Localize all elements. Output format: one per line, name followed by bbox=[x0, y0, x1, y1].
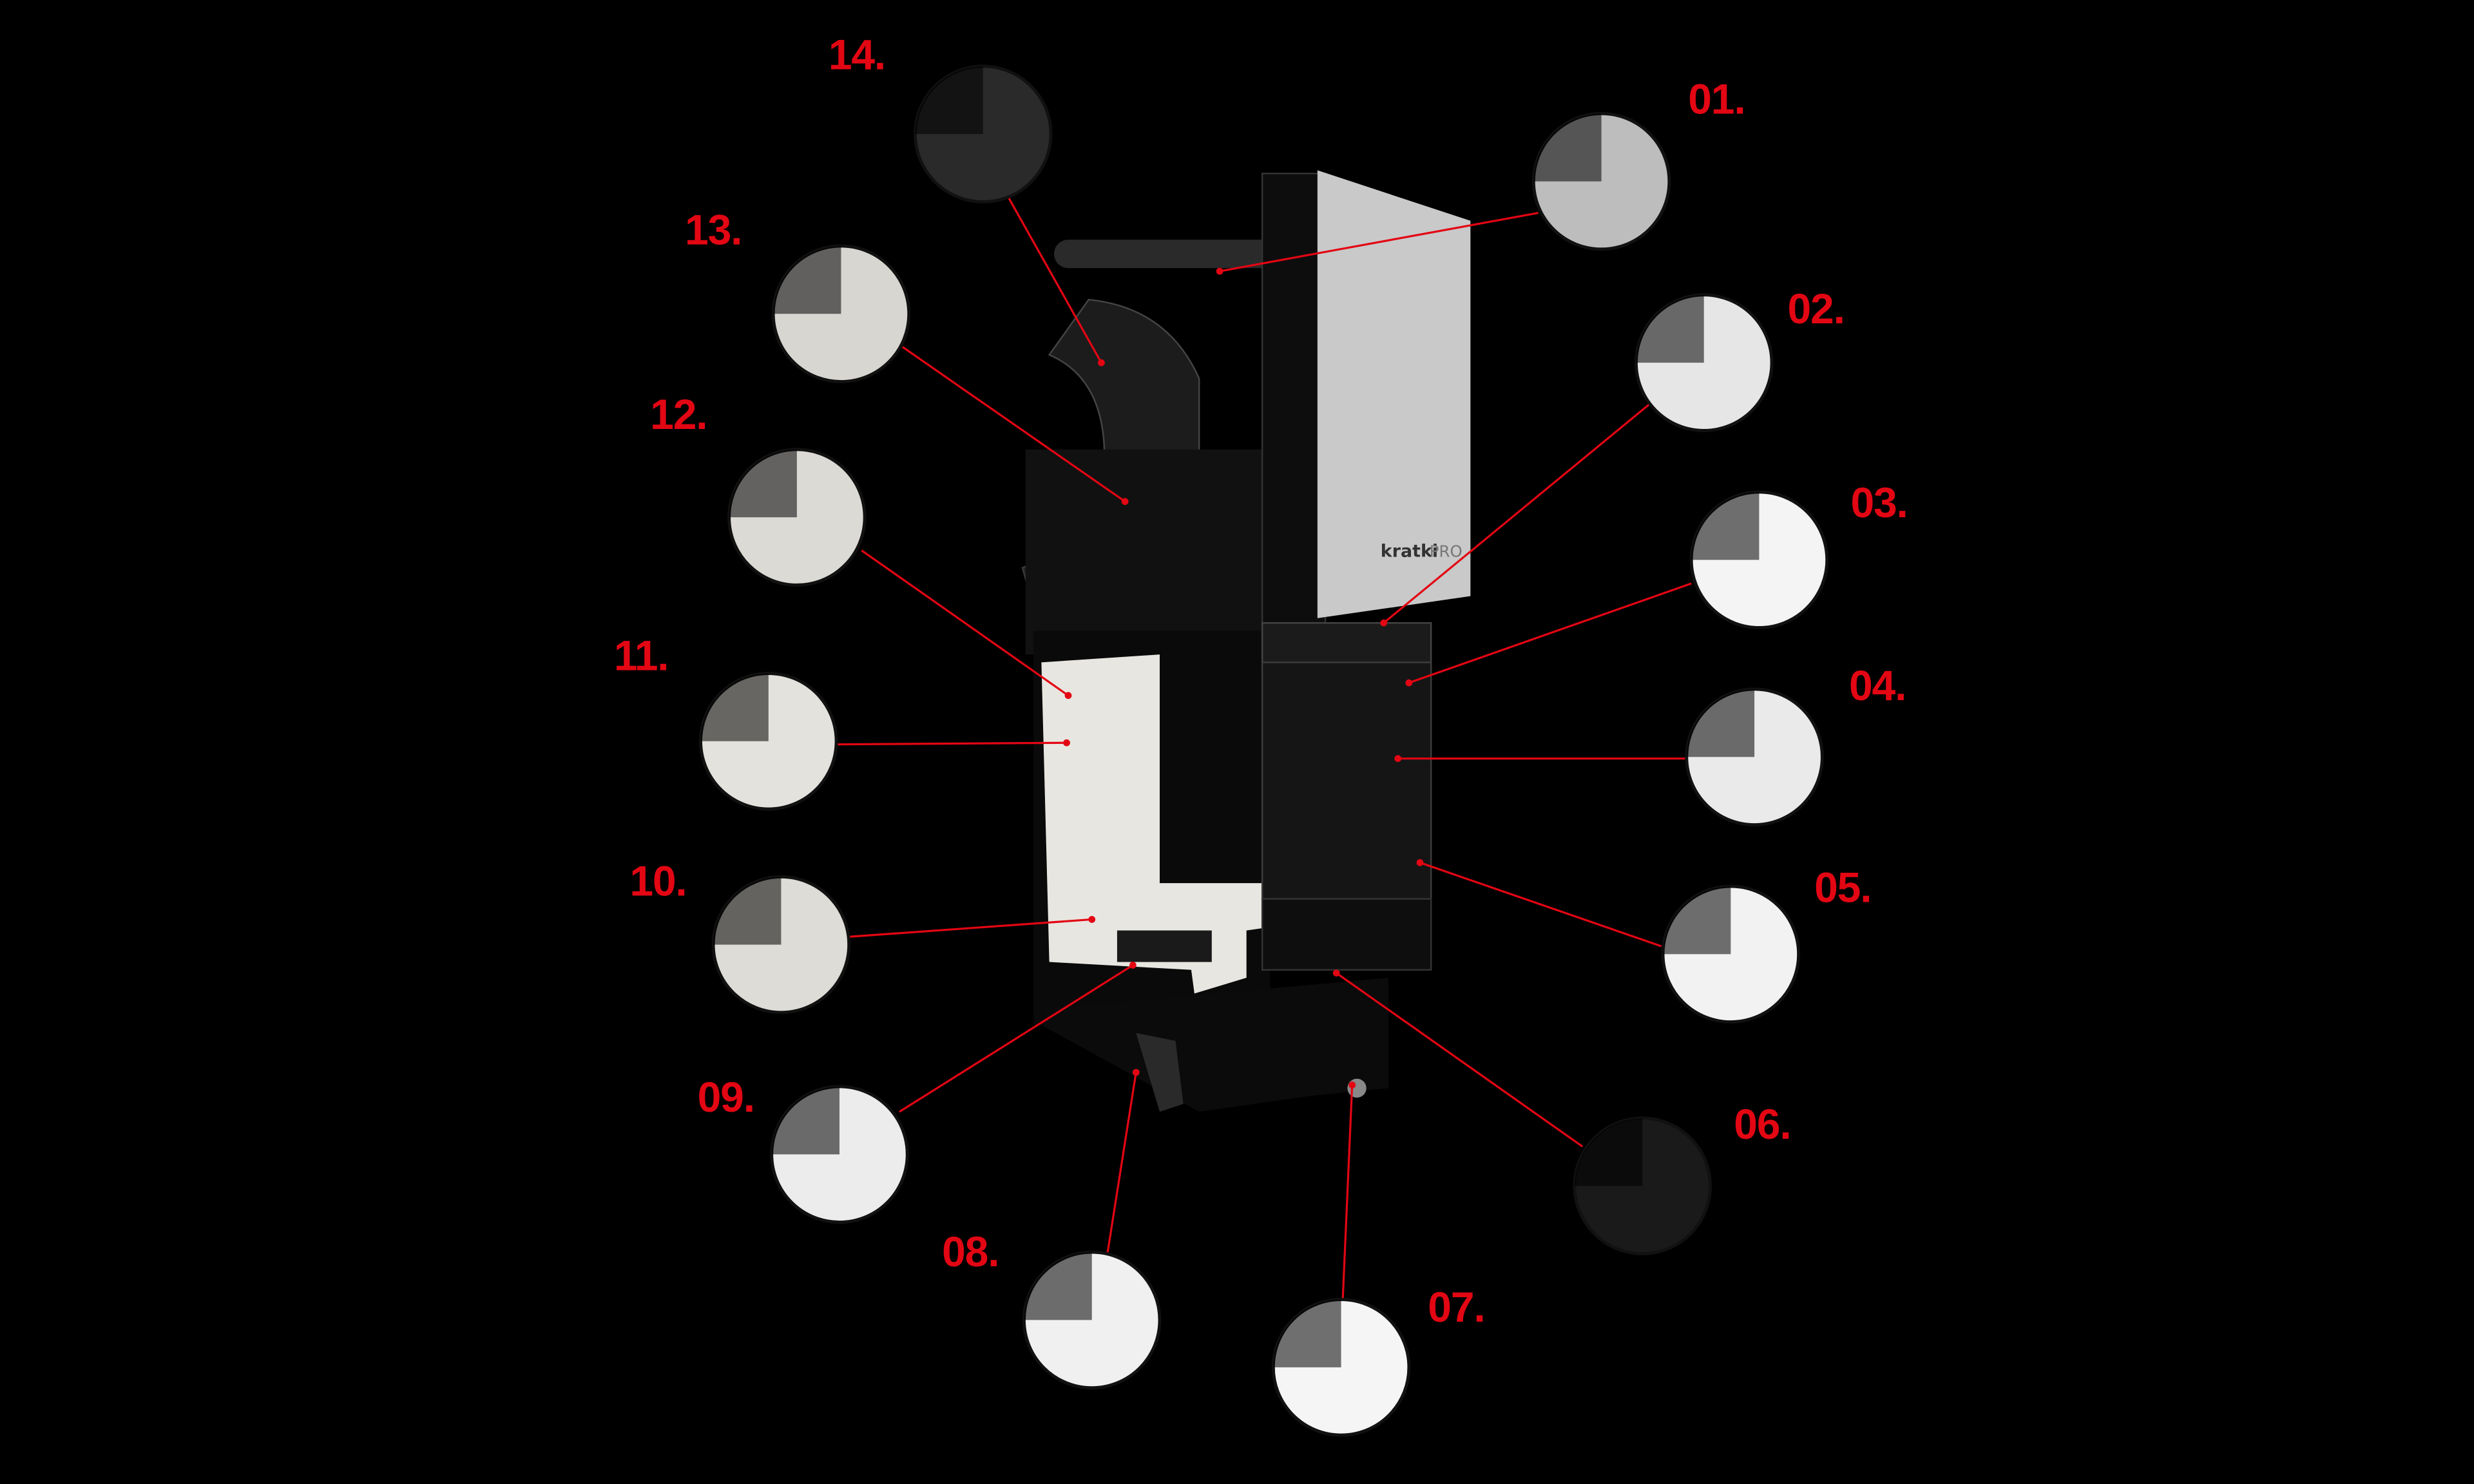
leader-dot bbox=[1064, 692, 1072, 699]
leader-dot bbox=[1348, 1081, 1356, 1089]
brand-logo: kratki bbox=[1381, 541, 1438, 561]
callout-09: 09. bbox=[698, 962, 1136, 1224]
leader-line bbox=[902, 346, 1126, 502]
detail-thumbnail-shadow bbox=[1636, 294, 1704, 363]
leader-dot bbox=[1394, 755, 1402, 763]
leader-line bbox=[1383, 401, 1653, 624]
detail-thumbnail-shadow bbox=[1533, 113, 1602, 182]
detail-thumbnail-shadow bbox=[915, 66, 983, 135]
callout-label: 12. bbox=[650, 391, 707, 439]
leader-dot bbox=[1098, 359, 1105, 366]
leader-dot bbox=[1132, 1069, 1140, 1076]
callout-label: 06. bbox=[1734, 1101, 1790, 1148]
callout-label: 10. bbox=[629, 858, 686, 906]
callout-label: 09. bbox=[698, 1074, 754, 1121]
glass-door bbox=[1261, 661, 1432, 900]
callout-06: 06. bbox=[1332, 969, 1792, 1255]
detail-thumbnail-shadow bbox=[1663, 886, 1731, 955]
door-bottom-frame bbox=[1261, 898, 1432, 971]
base bbox=[1041, 978, 1389, 1112]
callout-label: 02. bbox=[1788, 285, 1845, 333]
leader-line bbox=[836, 741, 1067, 746]
detail-thumbnail-shadow bbox=[771, 1086, 839, 1155]
detail-thumbnail-shadow bbox=[1691, 491, 1760, 560]
leader-line bbox=[1419, 861, 1662, 947]
detail-thumbnail-shadow bbox=[773, 245, 841, 314]
detail-thumbnail-shadow bbox=[713, 877, 782, 945]
leader-dot bbox=[1380, 619, 1388, 627]
callout-12: 12. bbox=[650, 391, 1072, 699]
leader-dot bbox=[1063, 739, 1070, 747]
upper-body bbox=[1025, 449, 1278, 655]
callouts: 01. 02. 03. 04. 05. 06. 07. 08. 09. 10. 11. 12. 13. 1… bbox=[614, 32, 1908, 1437]
leader-line bbox=[1106, 1072, 1137, 1253]
detail-thumbnail-shadow bbox=[1574, 1118, 1643, 1186]
leader-line bbox=[849, 918, 1092, 938]
frame-column bbox=[1261, 173, 1327, 632]
leader-line bbox=[1336, 972, 1584, 1148]
callout-label: 07. bbox=[1428, 1284, 1484, 1331]
grate bbox=[1117, 930, 1212, 962]
callout-11: 11. bbox=[614, 633, 1070, 811]
leader-dot bbox=[1405, 679, 1413, 687]
callout-label: 13. bbox=[685, 207, 742, 254]
callout-label: 08. bbox=[942, 1228, 999, 1276]
air-damper bbox=[1136, 1032, 1184, 1112]
callout-07: 07. bbox=[1271, 1081, 1486, 1437]
callout-02: 02. bbox=[1380, 285, 1845, 627]
callout-01: 01. bbox=[1216, 75, 1746, 275]
leader-dot bbox=[1416, 859, 1424, 866]
leader-line bbox=[1007, 196, 1102, 363]
detail-thumbnail-shadow bbox=[1273, 1299, 1341, 1367]
callout-05: 05. bbox=[1416, 859, 1872, 1024]
detail-thumbnail-shadow bbox=[700, 673, 769, 741]
leader-line bbox=[1341, 1085, 1354, 1302]
callout-label: 01. bbox=[1688, 75, 1745, 123]
detail-thumbnail-shadow bbox=[729, 449, 797, 518]
convection-housing bbox=[1317, 170, 1471, 618]
callout-label: 03. bbox=[1850, 479, 1907, 527]
callout-label: 14. bbox=[829, 32, 885, 79]
flue-pipe bbox=[1053, 240, 1275, 269]
callout-03: 03. bbox=[1405, 479, 1908, 687]
leader-line bbox=[1219, 211, 1539, 272]
leveling-foot bbox=[1347, 1078, 1366, 1098]
detail-thumbnail-shadow bbox=[1686, 689, 1755, 757]
fireplace-insert: kratki PRO bbox=[1021, 170, 1471, 1112]
callout-04: 04. bbox=[1394, 662, 1906, 826]
callout-13: 13. bbox=[685, 207, 1129, 505]
brand-logo-suffix: PRO bbox=[1430, 542, 1462, 560]
callout-08: 08. bbox=[942, 1069, 1162, 1390]
leader-dot bbox=[1121, 498, 1129, 505]
callout-10: 10. bbox=[629, 858, 1096, 1014]
callout-label: 05. bbox=[1814, 864, 1871, 912]
leader-dot bbox=[1332, 969, 1340, 977]
leader-dot bbox=[1088, 916, 1096, 923]
leader-line bbox=[1408, 582, 1692, 684]
callout-label: 11. bbox=[614, 633, 669, 680]
leader-line bbox=[899, 964, 1134, 1113]
detail-thumbnail-shadow bbox=[1024, 1252, 1092, 1320]
leader-dot bbox=[1129, 962, 1136, 969]
callout-label: 04. bbox=[1849, 662, 1906, 710]
leader-line bbox=[861, 549, 1069, 697]
leader-dot bbox=[1216, 267, 1223, 275]
callout-14: 14. bbox=[829, 32, 1105, 366]
